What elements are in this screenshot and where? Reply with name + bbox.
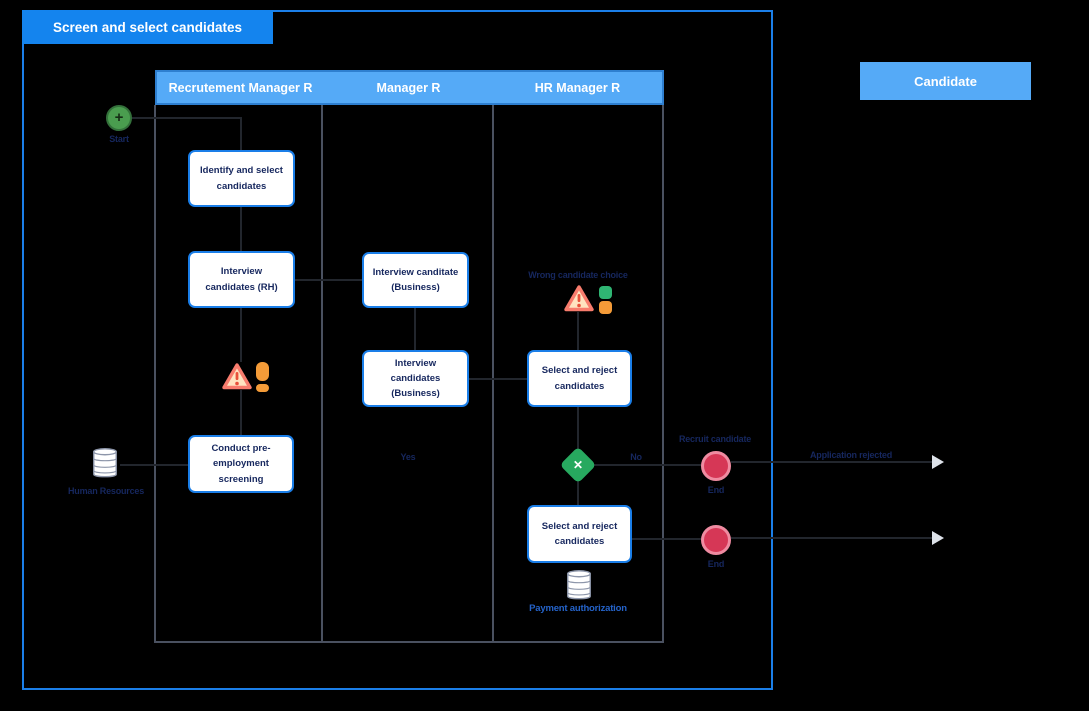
gateway-x-icon: ✕: [572, 458, 584, 472]
connector: [731, 461, 932, 463]
flow-arrow-icon: [932, 455, 944, 469]
warning-triangle-icon[interactable]: [222, 362, 252, 390]
process-title-tab[interactable]: Screen and select candidates: [22, 10, 273, 44]
gateway-yes-label: Yes: [400, 452, 416, 462]
warning-triangle-icon[interactable]: [564, 284, 594, 312]
task-interview-candidates-rh[interactable]: Interview candidates (RH): [188, 251, 295, 308]
connector: [414, 308, 416, 350]
alert-exclamation-icon[interactable]: [256, 362, 269, 381]
lane-header-recruitment-manager[interactable]: Recrutement Manager R: [157, 72, 324, 103]
status-square-green-icon[interactable]: [599, 286, 612, 299]
task-label: Select and reject candidates: [541, 365, 618, 392]
task-interview-candidates-business-2[interactable]: Interview candidates (Business): [362, 350, 469, 407]
connector: [593, 464, 702, 466]
task-label: Identify and select candidates: [200, 165, 283, 192]
datastore-payment-authorization-label: Payment authorization: [529, 603, 627, 614]
connector: [632, 538, 702, 540]
connector: [577, 312, 579, 350]
end-event-1[interactable]: [701, 451, 731, 481]
start-label: Start: [109, 134, 129, 144]
lane-border-right: [662, 105, 664, 643]
task-interview-candidate-business-1[interactable]: Interview canditate (Business): [362, 252, 469, 308]
annotation-wrong-choice: Wrong candidate choice: [528, 270, 628, 280]
end-event-2[interactable]: [701, 525, 731, 555]
connector: [731, 537, 932, 539]
connector: [295, 279, 362, 281]
connector: [240, 308, 242, 362]
lane-header-label: Manager R: [376, 80, 441, 95]
gateway-x[interactable]: ✕: [559, 446, 597, 484]
lane-divider-2: [492, 105, 494, 643]
start-plus-icon: +: [114, 109, 124, 126]
annotation-recruit-candidate: Recruit candidate: [678, 434, 752, 444]
database-icon[interactable]: [90, 445, 120, 481]
swimlane-header-bar: Recrutement Manager R Manager R HR Manag…: [155, 70, 664, 105]
lane-border-left: [154, 105, 156, 643]
connector: [469, 378, 527, 380]
lane-header-hr-manager[interactable]: HR Manager R: [493, 72, 662, 103]
connector: [240, 207, 242, 251]
start-event[interactable]: +: [106, 105, 132, 131]
connector: [577, 407, 579, 452]
end-label-2: End: [707, 559, 725, 569]
lane-header-label: HR Manager R: [534, 80, 621, 95]
annotation-application-rejected: Application rejected: [809, 450, 893, 460]
flow-arrow-icon: [932, 531, 944, 545]
task-label: Interview canditate (Business): [372, 266, 459, 293]
task-select-reject-candidates-1[interactable]: Select and reject candidates: [527, 350, 632, 407]
lane-divider-1: [321, 105, 323, 643]
task-label: Interview candidates (Business): [390, 357, 441, 400]
lane-border-bottom: [154, 641, 664, 643]
process-pool-frame: [22, 10, 773, 690]
task-label: Select and reject candidates: [541, 520, 618, 547]
lane-header-label: Recrutement Manager R: [168, 80, 313, 95]
task-label: Interview candidates (RH): [205, 266, 278, 293]
task-select-reject-candidates-2[interactable]: Select and reject candidates: [527, 505, 632, 563]
process-title: Screen and select candidates: [52, 19, 243, 35]
datastore-human-resources-label: Human Resources: [67, 486, 145, 496]
task-conduct-screening[interactable]: Conduct pre-employment screening: [188, 435, 294, 493]
connector: [131, 117, 241, 119]
connector: [240, 117, 242, 150]
alert-exclamation-dot-icon: [256, 384, 269, 392]
status-square-orange-icon[interactable]: [599, 301, 612, 314]
connector: [240, 390, 242, 435]
gateway-no-label: No: [630, 452, 642, 462]
task-label: Conduct pre-employment screening: [211, 443, 271, 485]
lane-header-label: Candidate: [914, 73, 977, 89]
connector: [120, 464, 188, 466]
end-label-1: End: [707, 485, 725, 495]
database-icon[interactable]: [564, 568, 594, 602]
lane-header-candidate[interactable]: Candidate: [860, 62, 1031, 100]
task-identify-candidates[interactable]: Identify and select candidates: [188, 150, 295, 207]
connector: [577, 478, 579, 505]
lane-header-manager[interactable]: Manager R: [324, 72, 493, 103]
